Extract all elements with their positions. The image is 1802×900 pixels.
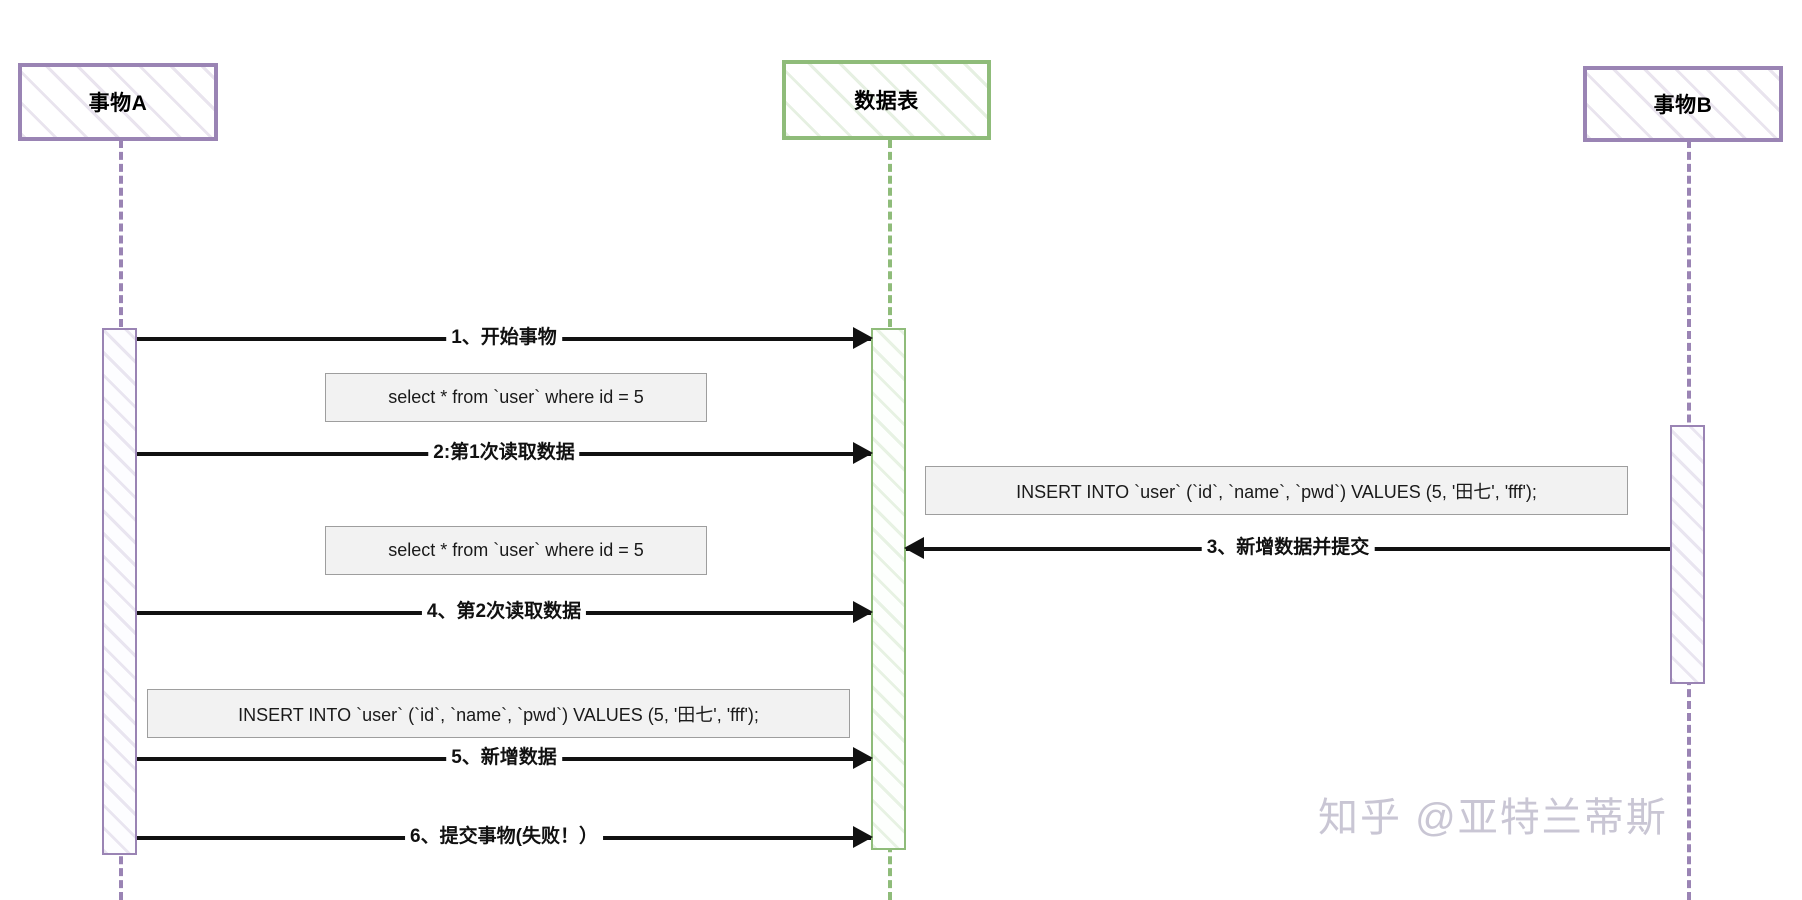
note-select-2-text: select * from `user` where id = 5 xyxy=(388,540,644,560)
message-1-label: 1、开始事物 xyxy=(446,325,562,351)
note-select-1: select * from `user` where id = 5 xyxy=(325,373,707,422)
message-6[interactable]: 6、提交事物(失败！） xyxy=(137,824,873,850)
actor-label-b: 事物B xyxy=(1653,94,1713,117)
message-3[interactable]: 3、新增数据并提交 xyxy=(904,535,1670,561)
activation-bar-actor-db xyxy=(871,328,906,850)
actor-box-b[interactable]: 事物B xyxy=(1583,66,1783,142)
message-3-arrowhead-icon xyxy=(904,537,924,559)
actor-box-db[interactable]: 数据表 xyxy=(782,60,991,140)
note-select-1-text: select * from `user` where id = 5 xyxy=(388,387,644,407)
message-2-label: 2:第1次读取数据 xyxy=(428,440,580,466)
message-2[interactable]: 2:第1次读取数据 xyxy=(137,440,873,466)
message-2-arrowhead-icon xyxy=(853,442,873,464)
message-1-arrowhead-icon xyxy=(853,327,873,349)
note-insert-right-text: INSERT INTO `user` (`id`, `name`, `pwd`)… xyxy=(1016,481,1537,502)
note-insert-right: INSERT INTO `user` (`id`, `name`, `pwd`)… xyxy=(925,466,1628,515)
message-6-arrowhead-icon xyxy=(853,826,873,848)
watermark-text: 知乎 @亚特兰蒂斯 xyxy=(1318,796,1668,840)
activation-bar-actor-a xyxy=(102,328,137,855)
note-insert-left-text: INSERT INTO `user` (`id`, `name`, `pwd`)… xyxy=(238,704,759,725)
actor-label-a: 事物A xyxy=(88,92,148,115)
activation-bar-actor-b xyxy=(1670,425,1705,684)
message-4-label: 4、第2次读取数据 xyxy=(421,599,587,625)
message-4[interactable]: 4、第2次读取数据 xyxy=(137,599,873,625)
message-5[interactable]: 5、新增数据 xyxy=(137,745,873,771)
actor-label-db: 数据表 xyxy=(854,90,919,113)
message-3-label: 3、新增数据并提交 xyxy=(1201,535,1375,561)
actor-box-a[interactable]: 事物A xyxy=(18,63,218,141)
message-4-arrowhead-icon xyxy=(853,601,873,623)
note-insert-left: INSERT INTO `user` (`id`, `name`, `pwd`)… xyxy=(147,689,850,738)
message-1[interactable]: 1、开始事物 xyxy=(137,325,873,351)
note-select-2: select * from `user` where id = 5 xyxy=(325,526,707,575)
message-5-label: 5、新增数据 xyxy=(446,745,562,771)
message-6-label: 6、提交事物(失败！） xyxy=(405,824,603,850)
message-5-arrowhead-icon xyxy=(853,747,873,769)
watermark: 知乎 @亚特兰蒂斯 xyxy=(1318,785,1668,843)
